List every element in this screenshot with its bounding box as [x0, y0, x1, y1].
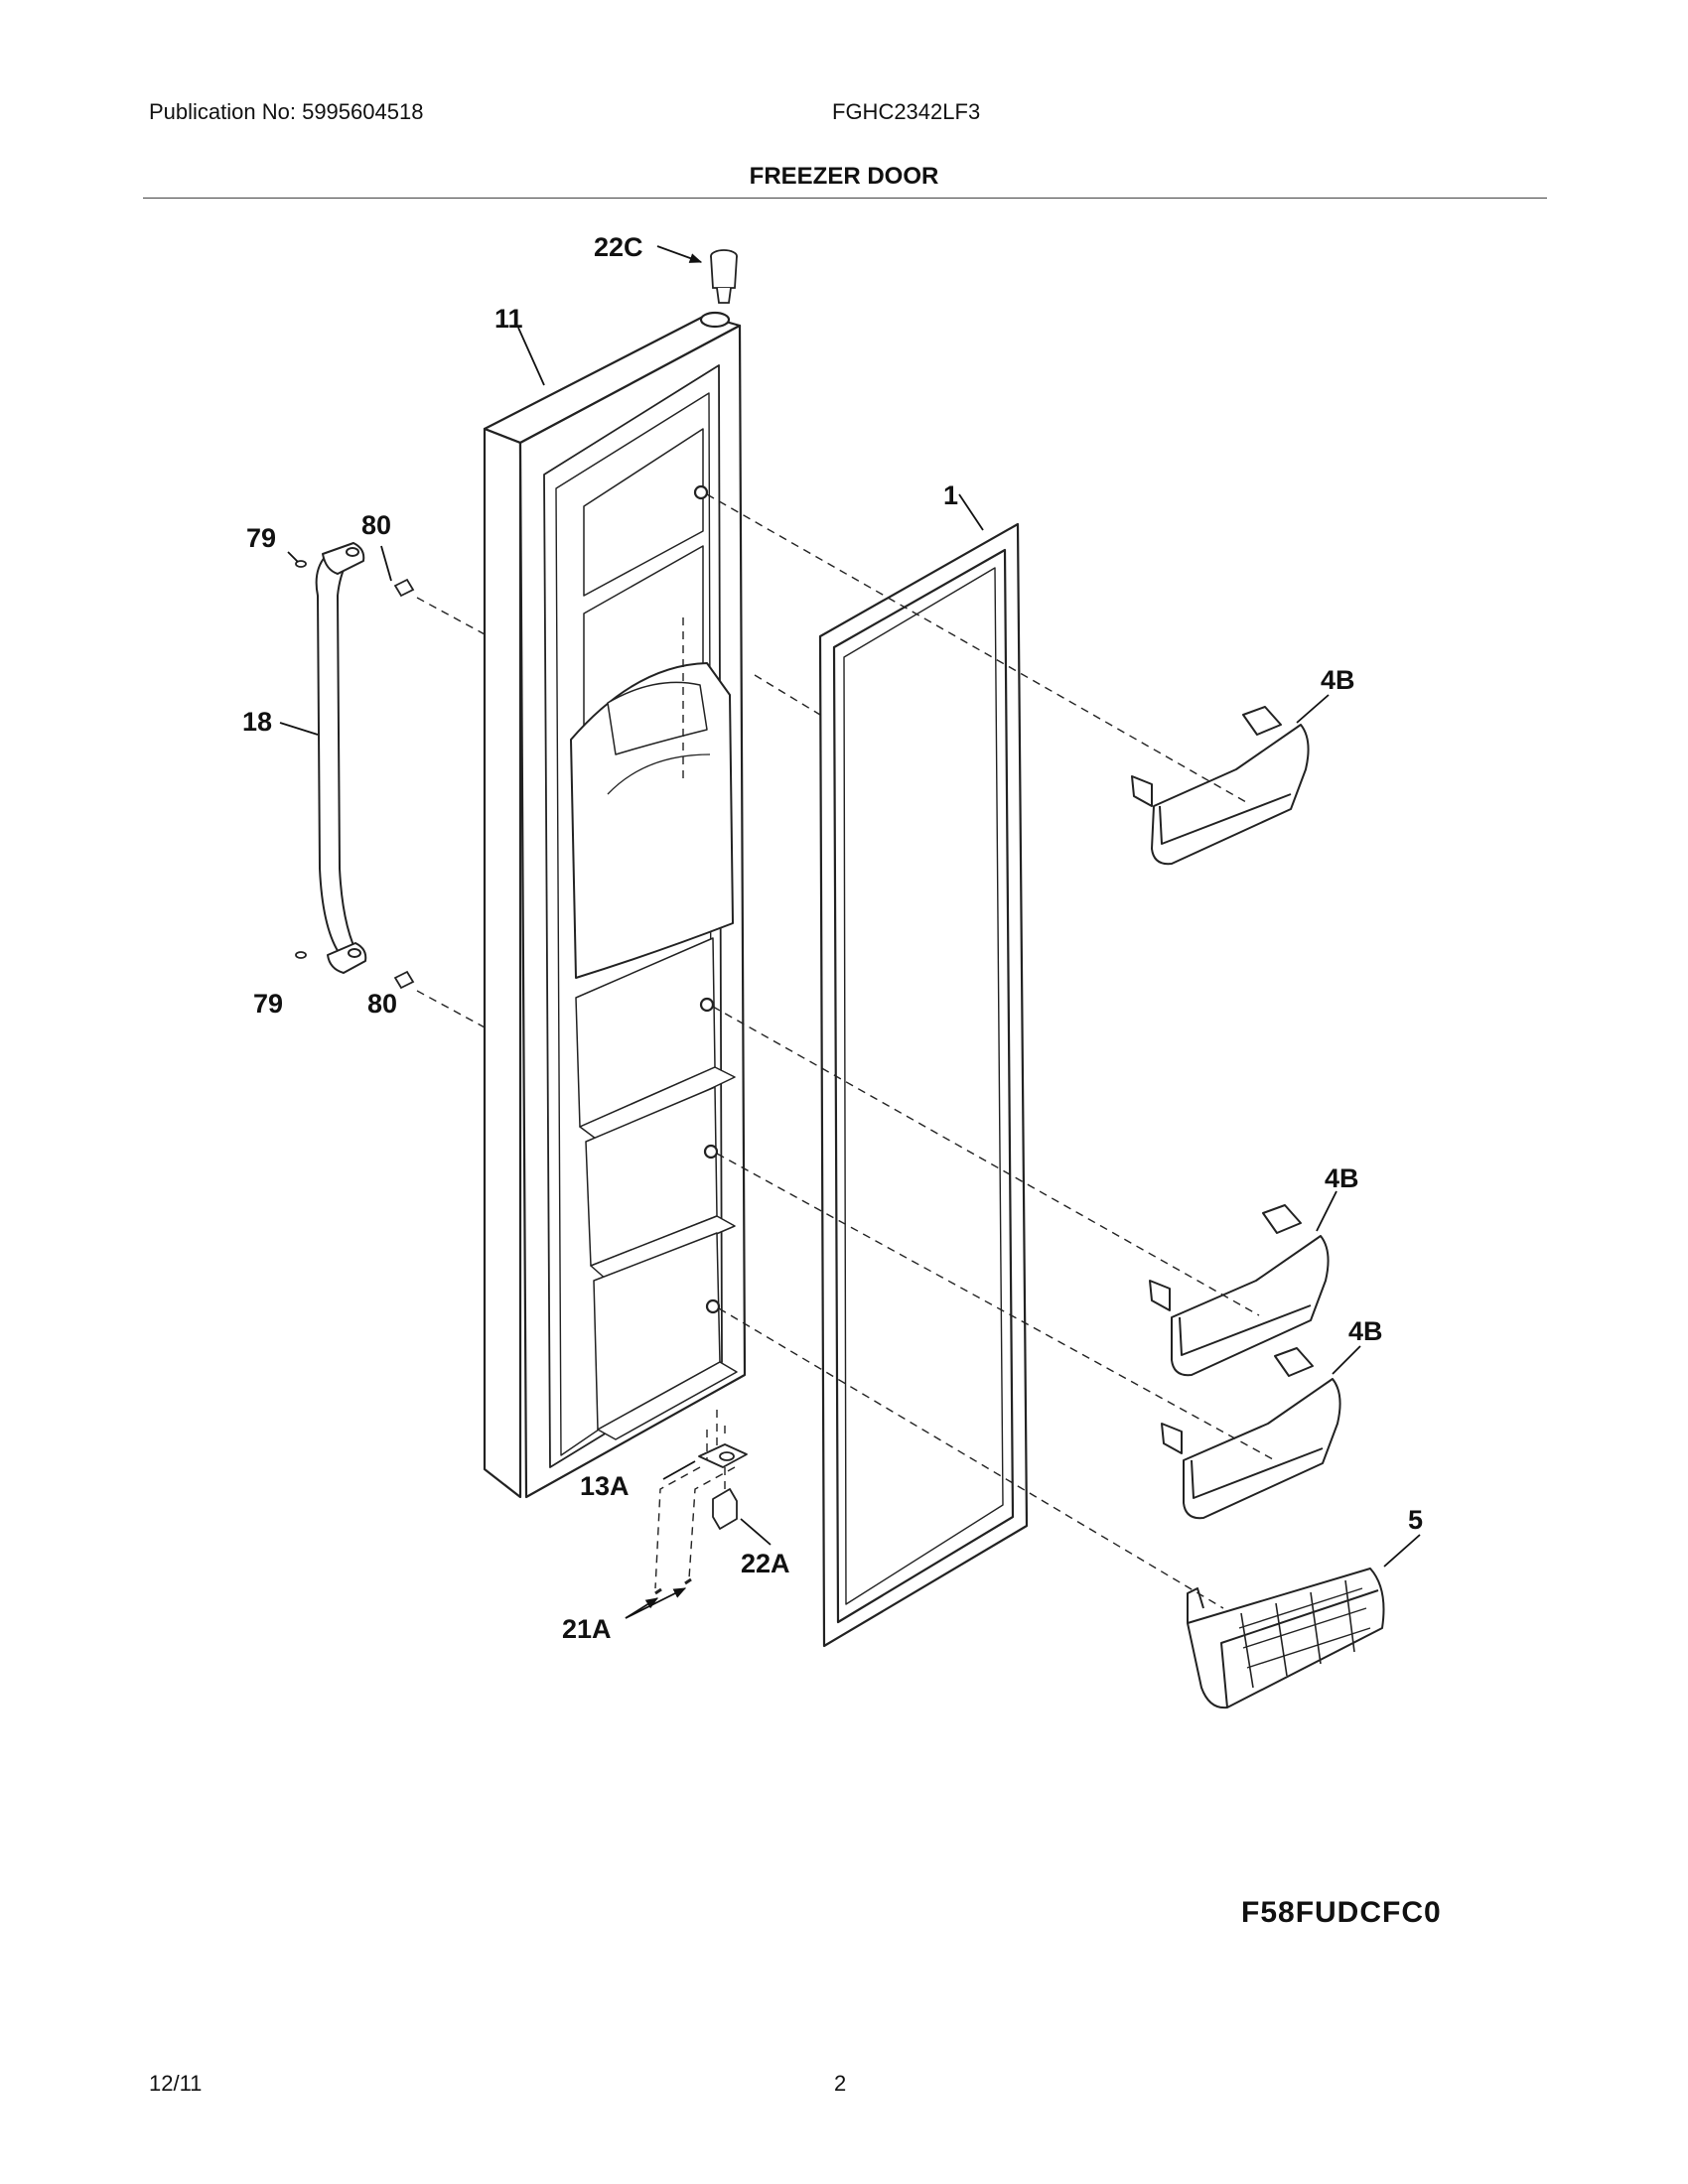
callout-22A: 22A	[741, 1549, 790, 1578]
door-bin-upper	[1131, 706, 1310, 866]
callout-79-top: 79	[246, 523, 276, 553]
callout-80-top: 80	[361, 510, 391, 540]
callout-4B-upper: 4B	[1321, 665, 1355, 695]
page-title: FREEZER DOOR	[749, 163, 939, 190]
model-number: FGHC2342LF3	[832, 99, 981, 124]
page-number: 2	[834, 2071, 847, 2096]
callout-79-bottom: 79	[253, 989, 283, 1019]
door-gasket	[818, 522, 1029, 1648]
callout-18: 18	[242, 707, 272, 737]
callout-22C: 22C	[594, 232, 643, 262]
callout-1: 1	[943, 480, 958, 510]
figure-code: F58FUDCFC0	[1241, 1896, 1442, 1929]
bottom-hinge-parts	[654, 1443, 748, 1595]
door-bin-lower	[1161, 1347, 1341, 1520]
footer-date: 12/11	[149, 2071, 203, 2096]
callout-80-bottom: 80	[367, 989, 397, 1019]
leader-lines	[279, 245, 1421, 1619]
header-rule	[143, 198, 1547, 199]
wire-basket	[1187, 1568, 1385, 1709]
door-handle	[315, 542, 367, 974]
callout-21A: 21A	[562, 1614, 612, 1644]
door-assembly	[483, 311, 747, 1499]
handle-screws	[295, 560, 415, 990]
publication-number: Publication No: 5995604518	[149, 99, 424, 124]
top-hinge-pin	[710, 249, 738, 304]
callout-11: 11	[494, 304, 523, 334]
callout-4B-middle: 4B	[1325, 1163, 1359, 1193]
door-bin-middle	[1149, 1204, 1330, 1377]
callout-5: 5	[1408, 1505, 1423, 1535]
explode-lines	[416, 493, 1274, 1609]
callout-13A: 13A	[580, 1471, 630, 1501]
callout-4B-lower: 4B	[1348, 1316, 1383, 1346]
